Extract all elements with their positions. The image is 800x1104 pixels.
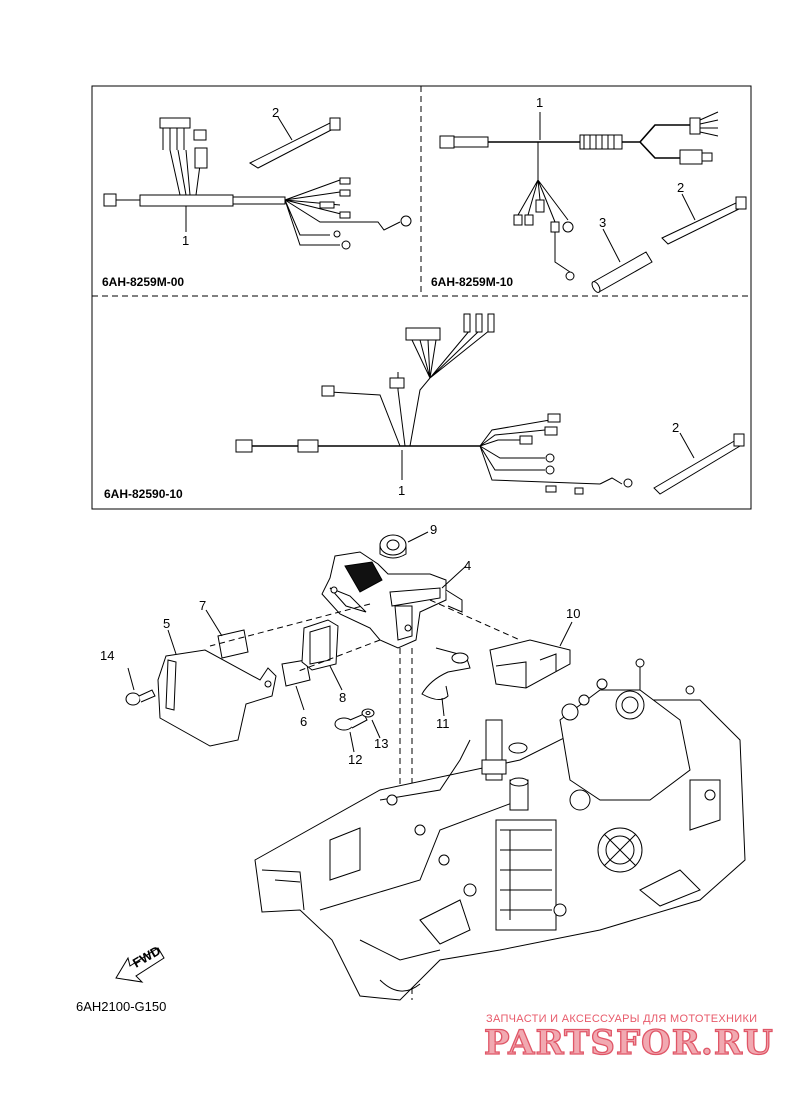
holder-8 bbox=[301, 619, 339, 671]
callout-11: 11 bbox=[436, 716, 450, 731]
watermark-brand: PARTSFOR.RU bbox=[484, 1023, 774, 1063]
callout-14: 14 bbox=[100, 648, 114, 663]
callout-1-top-right: 1 bbox=[536, 95, 543, 110]
assembly-line bbox=[295, 639, 381, 673]
assembly-line bbox=[209, 603, 371, 647]
bracket-4 bbox=[321, 551, 463, 649]
wire-harness-top-left bbox=[103, 117, 412, 250]
plate-7 bbox=[217, 629, 249, 659]
callout-8: 8 bbox=[339, 690, 346, 705]
cable-tie-top-left bbox=[248, 116, 341, 169]
washer-13 bbox=[361, 708, 375, 718]
callout-5: 5 bbox=[163, 616, 170, 631]
callout-13: 13 bbox=[374, 736, 388, 751]
callout-9: 9 bbox=[430, 522, 437, 537]
callout-2-top-right: 2 bbox=[677, 180, 684, 195]
connector-cover-10 bbox=[489, 639, 571, 689]
callout-1-top-left: 1 bbox=[182, 233, 189, 248]
callout-7: 7 bbox=[199, 598, 206, 613]
pad-6 bbox=[281, 659, 311, 687]
callout-12: 12 bbox=[348, 752, 362, 767]
part-number-top-right: 6AH-8259M-10 bbox=[431, 275, 513, 289]
wire-harness-middle bbox=[235, 313, 633, 495]
callout-10: 10 bbox=[566, 606, 580, 621]
callout-3-top-right: 3 bbox=[599, 215, 606, 230]
callout-4: 4 bbox=[464, 558, 471, 573]
powerhead-engine bbox=[254, 658, 746, 1001]
cable-tie-middle bbox=[653, 432, 745, 495]
callout-1-middle: 1 bbox=[398, 483, 405, 498]
wire-harness-top-right bbox=[439, 111, 719, 281]
forward-arrow-icon: FWD bbox=[115, 943, 165, 983]
clamp-11 bbox=[421, 647, 471, 700]
callout-6: 6 bbox=[300, 714, 307, 729]
part-number-middle: 6AH-82590-10 bbox=[104, 487, 183, 501]
callout-2-middle: 2 bbox=[672, 420, 679, 435]
figure-code: 6AH2100-G150 bbox=[76, 999, 166, 1014]
bolt-12 bbox=[334, 713, 368, 731]
assembly-line bbox=[429, 599, 521, 641]
sleeve-tube bbox=[591, 228, 653, 293]
part-number-top-left: 6AH-8259M-00 bbox=[102, 275, 184, 289]
cover-5 bbox=[157, 649, 277, 747]
grommet-9 bbox=[379, 534, 407, 559]
callout-2-top-left: 2 bbox=[272, 105, 279, 120]
watermark-subtitle: ЗАПЧАСТИ И АКСЕССУАРЫ ДЛЯ МОТОТЕХНИКИ bbox=[486, 1013, 757, 1025]
screw-14 bbox=[125, 689, 156, 706]
cable-tie-top-right bbox=[661, 193, 747, 245]
